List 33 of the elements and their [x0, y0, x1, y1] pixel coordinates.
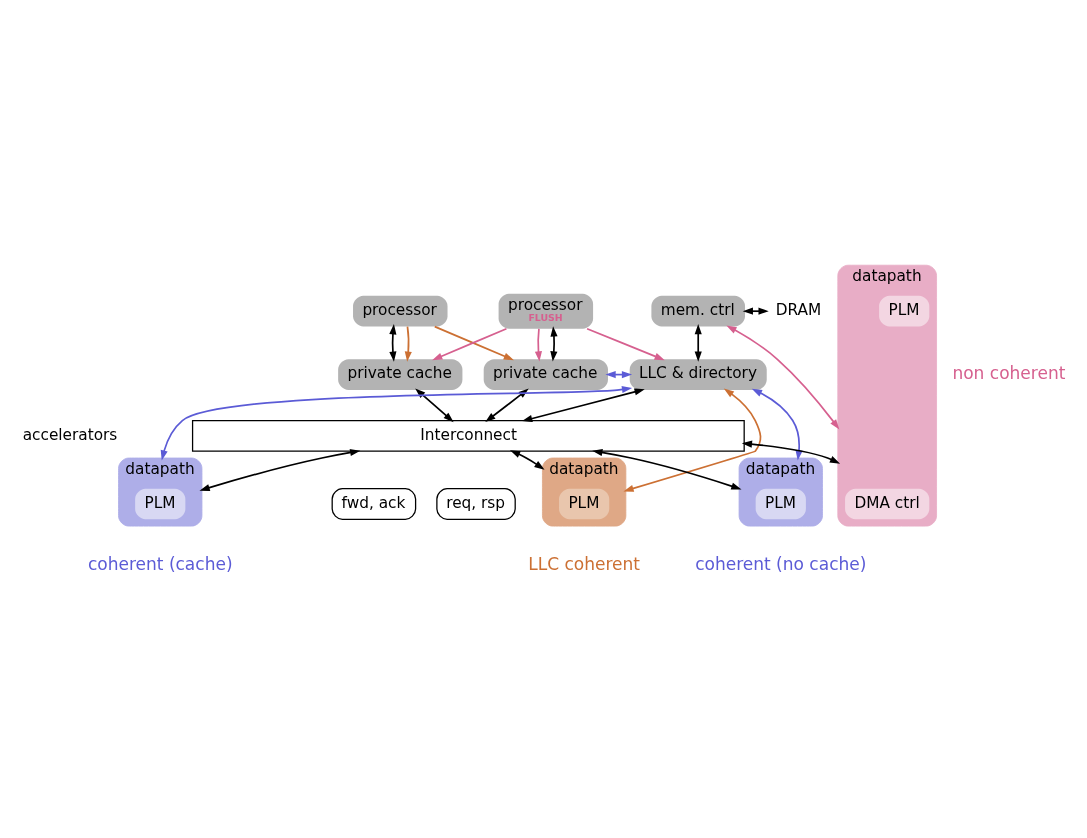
- node-box: Interconnect: [191, 419, 745, 452]
- node-box: PLM: [755, 488, 806, 519]
- node-box: DMA ctrl: [845, 488, 930, 519]
- node-text: DRAM: [775, 300, 822, 319]
- label: accelerators: [22, 425, 118, 444]
- arrow: [726, 324, 840, 429]
- node-box: private cache: [338, 358, 463, 390]
- arrow: [550, 325, 558, 362]
- arrow: [534, 327, 542, 362]
- node-box: private cache: [483, 358, 608, 390]
- arrow: [404, 325, 412, 362]
- node-box: PLM: [135, 488, 186, 519]
- arrow: [415, 388, 454, 422]
- node-box: req, rsp: [436, 487, 516, 520]
- node-label: coherent (no cache): [695, 553, 867, 574]
- node-label: coherent (cache): [87, 553, 233, 574]
- arrow: [199, 448, 361, 491]
- node-box: mem. ctrl: [651, 295, 746, 326]
- arrow: [389, 323, 397, 362]
- node-box: processor FLUSH: [498, 293, 594, 329]
- node-label: non coherent: [952, 362, 1066, 383]
- node-box: PLM: [879, 295, 930, 326]
- node-box: PLM: [559, 488, 610, 519]
- node-box: fwd, ack: [331, 487, 417, 520]
- arrow: [694, 323, 702, 362]
- arrow: [522, 387, 645, 422]
- node-box: processor: [353, 295, 448, 326]
- arrow: [592, 448, 742, 490]
- node-box: LLC & directory: [629, 358, 767, 390]
- node-label: LLC coherent: [528, 553, 641, 574]
- arrow: [510, 449, 545, 470]
- arrow: [586, 327, 665, 360]
- arrow: [623, 387, 762, 492]
